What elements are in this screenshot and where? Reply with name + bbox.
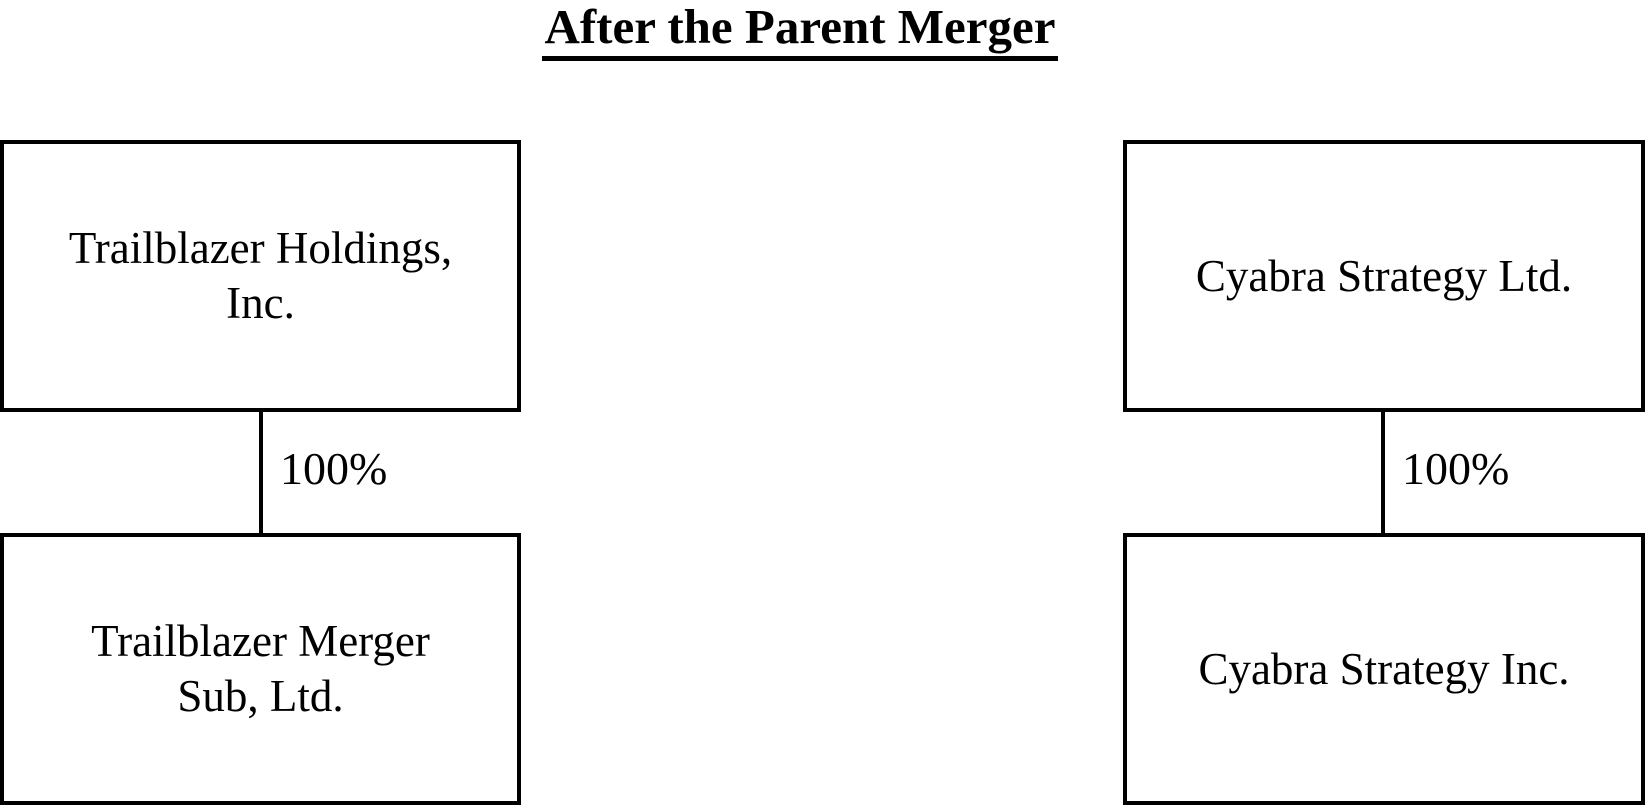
ownership-line-left: [259, 412, 263, 533]
entity-box-cyabra-strategy-ltd: Cyabra Strategy Ltd.: [1123, 140, 1645, 412]
entity-box-trailblazer-merger-sub: Trailblazer Merger Sub, Ltd.: [0, 533, 521, 805]
entity-box-trailblazer-holdings: Trailblazer Holdings, Inc.: [0, 140, 521, 412]
entity-box-cyabra-strategy-inc: Cyabra Strategy Inc.: [1123, 533, 1645, 805]
diagram-title-wrap: After the Parent Merger: [0, 1, 1600, 61]
ownership-line-right: [1381, 412, 1385, 533]
diagram-title: After the Parent Merger: [542, 1, 1058, 61]
ownership-percentage-left: 100%: [280, 443, 388, 494]
ownership-percentage-right: 100%: [1402, 443, 1510, 494]
